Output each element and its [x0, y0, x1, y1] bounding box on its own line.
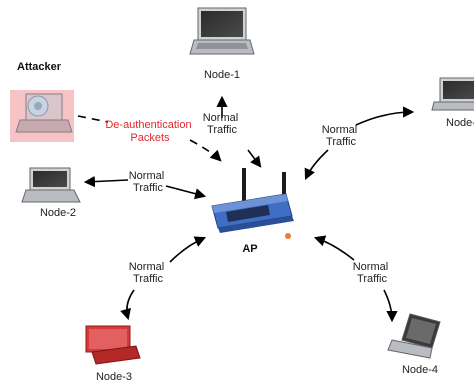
- wireless-router-icon: [211, 168, 294, 233]
- attacker-label: Attacker: [17, 61, 62, 73]
- ap-status-dot: [285, 233, 291, 239]
- traffic-label-node-1: Normal Traffic: [203, 112, 242, 136]
- deauth-label: De-authentication Packets: [105, 119, 194, 144]
- node-4-laptop-icon: [387, 313, 441, 359]
- traffic-label-node-3: Normal Traffic: [129, 261, 168, 285]
- node-4-label: Node-4: [402, 364, 438, 376]
- ap-label: AP: [242, 243, 257, 255]
- traffic-label-node-2: Normal Traffic: [129, 170, 168, 194]
- node-2-arrow-left: [83, 175, 129, 188]
- deauth-arrow-start: [77, 115, 109, 123]
- node-5-label: Node-5: [446, 117, 474, 129]
- node-3-arrow-down: [120, 289, 135, 321]
- node-2-label: Node-2: [40, 207, 76, 219]
- node-3-label: Node-3: [96, 371, 132, 383]
- node-4-arrow-up: [313, 235, 355, 261]
- node-4-arrow-down: [383, 289, 398, 323]
- traffic-label-node-5: Normal Traffic: [322, 124, 361, 148]
- node-3-arrow-up: [169, 236, 207, 263]
- deauth-arrow-end: [189, 139, 222, 162]
- node-1-arrow-down: [247, 149, 262, 168]
- node-5-laptop-icon: [431, 77, 474, 111]
- attacker-laptop-icon: [10, 90, 74, 142]
- node-1-laptop-icon: [189, 7, 255, 55]
- node-5-arrow-up: [355, 106, 415, 126]
- node-3-laptop-icon: [85, 325, 141, 365]
- node-1-label: Node-1: [204, 69, 240, 81]
- traffic-label-node-4: Normal Traffic: [353, 261, 392, 285]
- node-2-laptop-icon: [21, 167, 81, 203]
- deauth-label-line1: De-authentication: [105, 119, 191, 131]
- node-2-arrow-right: [165, 185, 207, 200]
- deauth-label-line2: Packets: [130, 132, 170, 144]
- node-5-arrow-down: [304, 149, 329, 181]
